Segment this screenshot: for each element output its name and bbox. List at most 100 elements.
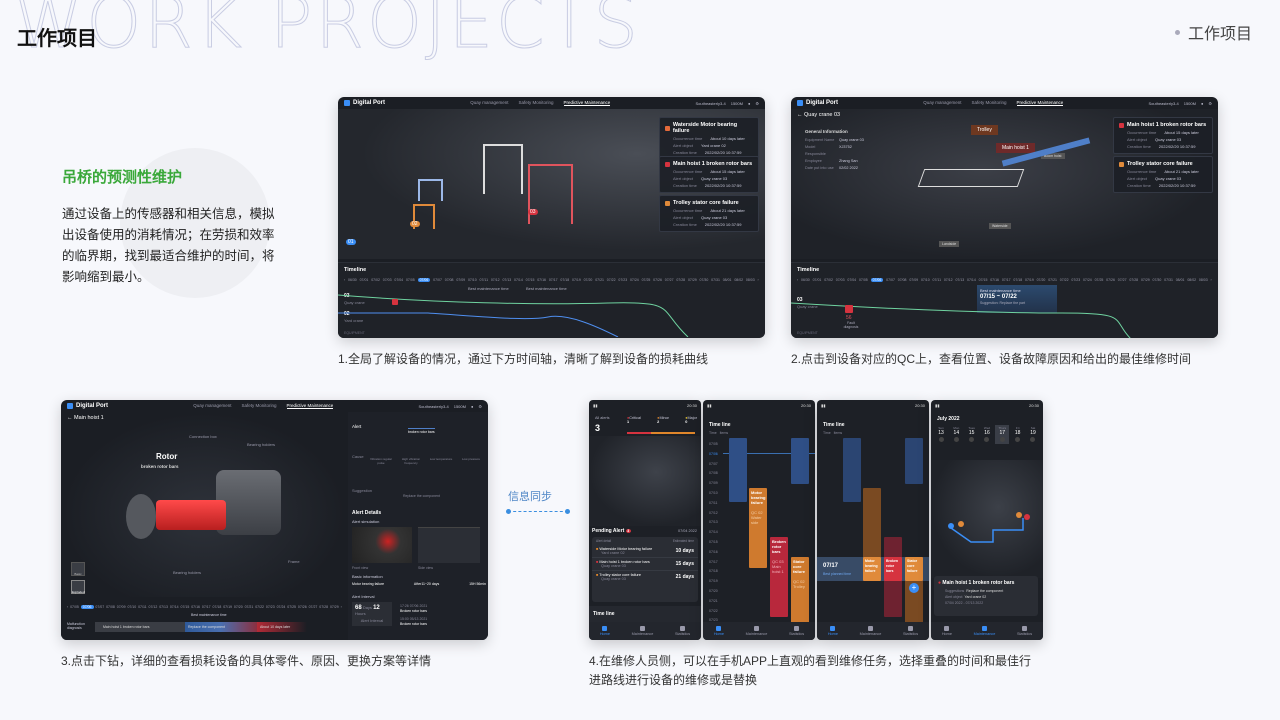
completed-bar[interactable]	[843, 438, 861, 502]
timeline-date[interactable]: 07/18	[212, 604, 222, 609]
bearing-holder[interactable]	[126, 494, 156, 539]
timeline-date[interactable]: 07/06	[417, 277, 431, 282]
timeline-date[interactable]: 07/27	[308, 604, 318, 609]
timeline-date[interactable]: 07/16	[537, 277, 546, 282]
tab-maintenance[interactable]: Maintenance	[632, 626, 653, 636]
next-arrow-icon[interactable]: ›	[757, 277, 759, 282]
timeline-date[interactable]: 07/07	[433, 277, 442, 282]
timeline-date[interactable]: 07/21	[244, 604, 254, 609]
timeline-date[interactable]: 07/26	[1106, 277, 1115, 282]
timeline-date[interactable]: 07/13	[502, 277, 512, 282]
timeline-date[interactable]: 07/09	[116, 604, 126, 609]
timeline-date[interactable]: 07/10	[467, 277, 477, 282]
timeline-date[interactable]: 07/11	[932, 277, 942, 282]
timeline-date[interactable]: 07/17	[548, 277, 558, 282]
tab-statistics[interactable]: Statistics	[789, 626, 804, 636]
timeline-date[interactable]: 07/25	[1094, 277, 1104, 282]
rotor-part[interactable]	[156, 500, 226, 530]
timeline-date[interactable]: 06/30	[801, 277, 810, 282]
timeline-date[interactable]: 07/07	[95, 604, 105, 609]
nav-safety-monitoring[interactable]: Safety Monitoring	[241, 403, 277, 408]
timeline-date[interactable]: 07/25	[641, 277, 651, 282]
timeline-drawer[interactable]: Time line	[589, 606, 701, 622]
timeline-date[interactable]: 07/21	[1048, 277, 1057, 282]
timeline-date[interactable]: 07/23	[1071, 277, 1081, 282]
bell-icon[interactable]: ●	[747, 100, 751, 106]
tag-main-hoist[interactable]: Main hoist 1	[996, 143, 1035, 153]
timeline-date[interactable]: 07/26	[297, 604, 307, 609]
timeline-date[interactable]: 07/25	[287, 604, 297, 609]
timeline-date[interactable]: 07/24	[629, 277, 639, 282]
crane-boom[interactable]	[917, 169, 1025, 187]
timeline-date[interactable]: 07/05	[858, 277, 868, 282]
nav-predictive-maintenance[interactable]: Predictive Maintenance	[563, 100, 611, 106]
timeline-date[interactable]: 07/30	[1152, 277, 1162, 282]
tab-maintenance[interactable]: Maintenance	[974, 626, 995, 636]
motor-housing[interactable]	[216, 470, 281, 535]
timeline-date[interactable]: 07/05	[70, 604, 79, 609]
timeline-date[interactable]: 07/18	[1013, 277, 1023, 282]
timeline-date[interactable]: 07/14	[967, 277, 976, 282]
timeline-date[interactable]: 07/20	[1036, 277, 1046, 282]
timeline-date[interactable]: 07/28	[1129, 277, 1139, 282]
crane-blue[interactable]	[418, 179, 443, 201]
timeline-date[interactable]: 07/12	[943, 277, 953, 282]
timeline-date[interactable]: 07/17	[201, 604, 211, 609]
timeline-date[interactable]: 07/09	[456, 277, 466, 282]
tab-statistics[interactable]: Statistics	[903, 626, 918, 636]
tab-maintenance[interactable]: Maintenance	[860, 626, 881, 636]
timeline-date[interactable]: 07/01	[812, 277, 822, 282]
timeline-date[interactable]: 07/13	[955, 277, 965, 282]
timeline-date[interactable]: 08/01	[722, 277, 732, 282]
segment-time[interactable]: About 10 days later	[257, 622, 307, 632]
timeline-date[interactable]: 07/20	[583, 277, 593, 282]
timeline-date[interactable]: 07/29	[1140, 277, 1150, 282]
timeline-date[interactable]: 07/08	[106, 604, 115, 609]
timeline-date[interactable]: 07/22	[1059, 277, 1069, 282]
prev-arrow-icon[interactable]: ‹	[344, 277, 346, 282]
timeline-date[interactable]: 07/24	[1082, 277, 1092, 282]
timeline-date[interactable]: 07/30	[699, 277, 709, 282]
timeline-date[interactable]: 07/26	[653, 277, 662, 282]
next-arrow-icon[interactable]: ›	[1210, 277, 1212, 282]
timeline-date[interactable]: 07/27	[664, 277, 674, 282]
nav-quay-management[interactable]: Quay management	[923, 100, 962, 105]
back-button[interactable]: ← Main hoist 1	[67, 415, 104, 421]
timeline-date[interactable]: 07/29	[687, 277, 697, 282]
timeline-date[interactable]: 07/05	[405, 277, 415, 282]
timeline-date[interactable]: 07/03	[382, 277, 392, 282]
add-button[interactable]: +	[909, 583, 919, 593]
port-map-mini[interactable]	[589, 436, 701, 526]
timeline-date[interactable]: 08/01	[1175, 277, 1185, 282]
timeline-date[interactable]: 07/16	[990, 277, 999, 282]
timeline-date[interactable]: 07/03	[835, 277, 845, 282]
timeline-date[interactable]: 07/28	[319, 604, 329, 609]
timeline-date[interactable]: 07/17	[1001, 277, 1011, 282]
timeline-date[interactable]: 07/14	[169, 604, 179, 609]
timeline-date[interactable]: 07/29	[329, 604, 339, 609]
completed-bar[interactable]	[791, 438, 809, 484]
next-arrow-icon[interactable]: ›	[340, 604, 342, 609]
tab-statistics[interactable]: Statistics	[1017, 626, 1032, 636]
tag-trolley[interactable]: Trolley	[971, 125, 998, 135]
crane-white[interactable]	[483, 144, 523, 194]
tab-statistics[interactable]: Statistics	[675, 626, 690, 636]
timeline-date[interactable]: 07/06	[80, 604, 94, 609]
prev-arrow-icon[interactable]: ‹	[797, 277, 799, 282]
best-time-row[interactable]: 07/17 Best planned time Motor bearing fa…	[817, 557, 929, 581]
nav-safety-monitoring[interactable]: Safety Monitoring	[971, 100, 1007, 105]
marker-03[interactable]: 03	[528, 209, 538, 215]
timeline-date[interactable]: 08/02	[734, 277, 744, 282]
nav-predictive-maintenance[interactable]: Predictive Maintenance	[286, 403, 334, 409]
timeline-date[interactable]: 07/27	[1117, 277, 1127, 282]
marker-01[interactable]: 01	[346, 239, 356, 245]
timeline-date[interactable]: 07/19	[572, 277, 581, 282]
timeline-date[interactable]: 07/04	[847, 277, 857, 282]
